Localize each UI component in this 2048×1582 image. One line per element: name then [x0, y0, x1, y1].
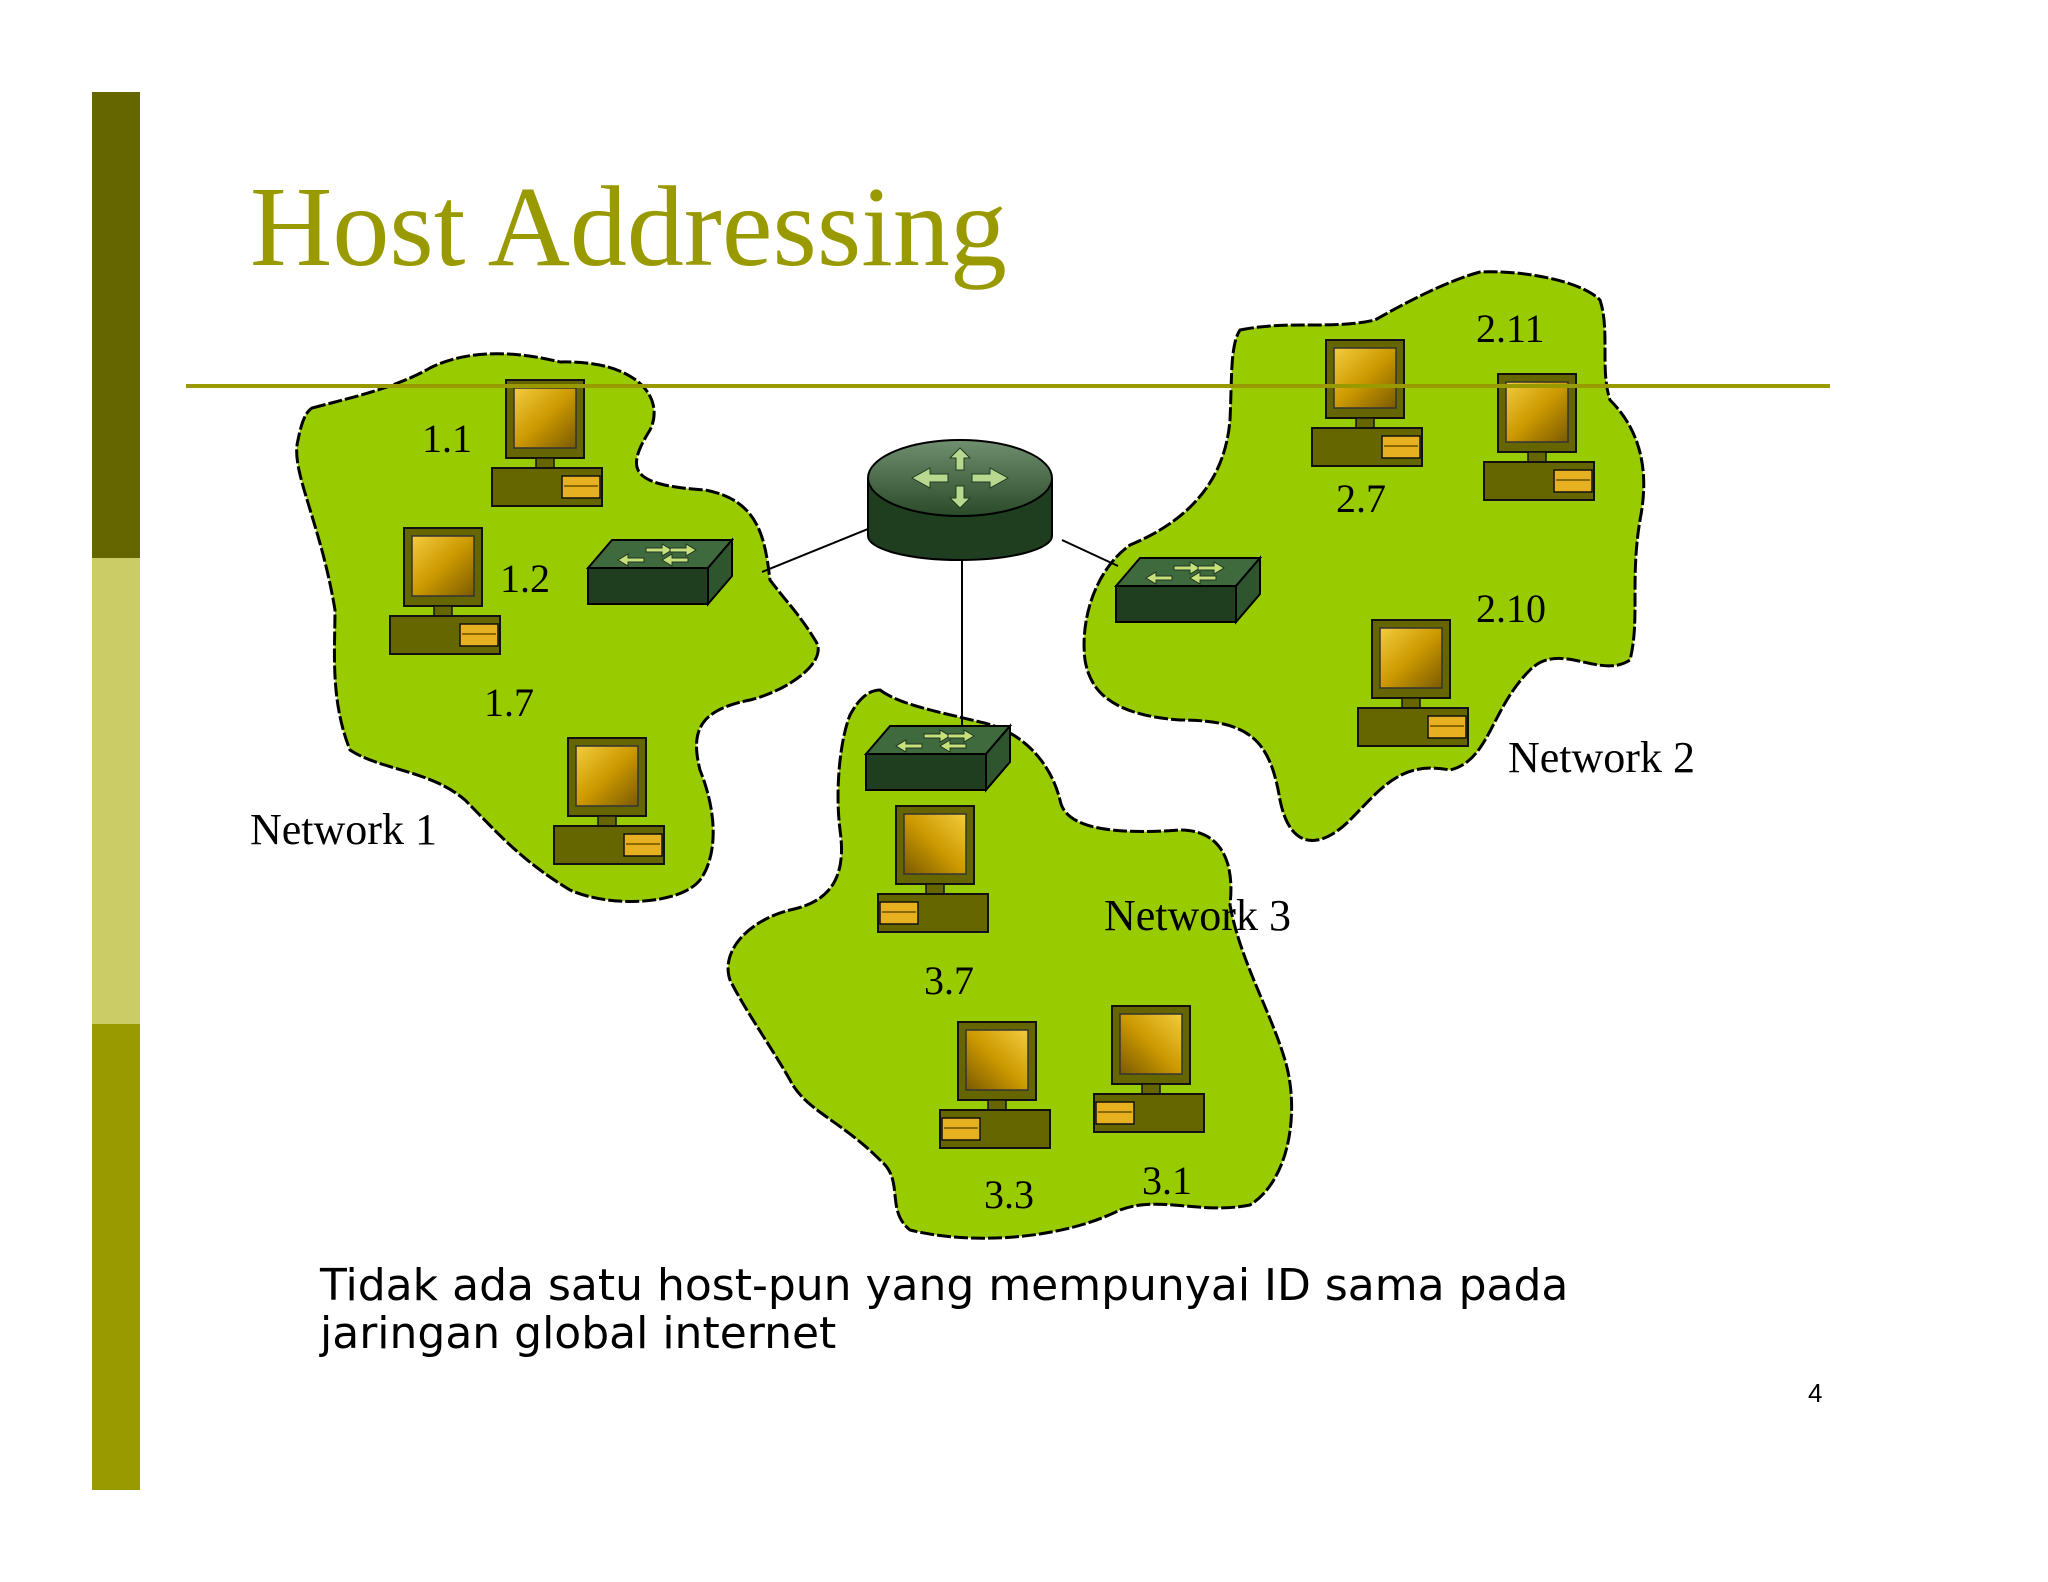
sidebar-stripe-light [92, 558, 140, 1024]
host-label-2-10: 2.10 [1476, 586, 1546, 631]
host-label-2-11: 2.11 [1476, 306, 1545, 351]
network-3-label: Network 3 [1104, 891, 1291, 940]
network-1-label: Network 1 [250, 805, 437, 854]
sidebar-stripe-dark [92, 92, 140, 558]
host-label-2-7: 2.7 [1336, 476, 1386, 521]
host-label-3-3: 3.3 [984, 1172, 1034, 1217]
switch-icon [1115, 557, 1261, 623]
sidebar-stripe-olive [92, 1024, 140, 1490]
host-label-1-2: 1.2 [500, 556, 550, 601]
network-2-label: Network 2 [1508, 733, 1695, 782]
slide-caption: Tidak ada satu host-pun yang mempunyai I… [320, 1260, 1569, 1359]
switch-icon [865, 725, 1011, 791]
switch-icon [587, 539, 733, 605]
host-label-3-7: 3.7 [924, 958, 974, 1003]
host-label-1-1: 1.1 [422, 416, 472, 461]
page-number: 4 [1808, 1378, 1823, 1408]
link-router-network2 [1061, 539, 1119, 567]
router-icon [867, 439, 1053, 561]
network-3-cloud [726, 688, 1294, 1240]
host-label-1-7: 1.7 [484, 680, 534, 725]
host-label-3-1: 3.1 [1142, 1158, 1192, 1203]
network-1-cloud [295, 352, 820, 903]
slide-title: Host Addressing [250, 163, 1007, 290]
title-underline [186, 384, 1830, 388]
